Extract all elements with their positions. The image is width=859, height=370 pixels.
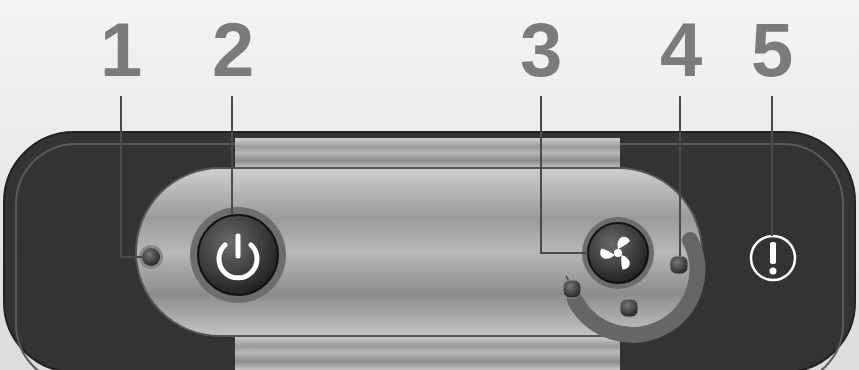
callout-number: 2 — [212, 12, 254, 88]
callout-number: 5 — [751, 12, 793, 88]
fan-button — [588, 223, 648, 283]
leader-line — [121, 96, 142, 257]
panel-housing — [4, 132, 855, 370]
warning-symbol — [751, 236, 795, 280]
leader-line — [541, 96, 588, 253]
speed-led — [620, 299, 638, 317]
button-recess — [582, 217, 654, 289]
metal-strip — [235, 138, 620, 168]
power-symbol — [236, 236, 241, 256]
led-ring — [139, 245, 163, 269]
metal-strip — [235, 336, 620, 370]
leader-line — [771, 96, 773, 236]
power-button — [198, 215, 278, 295]
warning-symbol — [770, 242, 776, 264]
metal-plate — [136, 168, 702, 336]
callout-number: 4 — [660, 12, 702, 88]
power-led — [142, 248, 160, 266]
button-recess — [190, 207, 286, 303]
warning-symbol — [770, 268, 777, 275]
speed-led — [670, 256, 688, 274]
leader-lines — [121, 96, 772, 257]
callout-number: 3 — [520, 12, 562, 88]
leader-line — [231, 96, 233, 214]
fan-symbol — [598, 237, 632, 272]
speed-led — [563, 280, 581, 298]
callout-number: 1 — [100, 12, 142, 88]
leader-line — [679, 96, 681, 256]
